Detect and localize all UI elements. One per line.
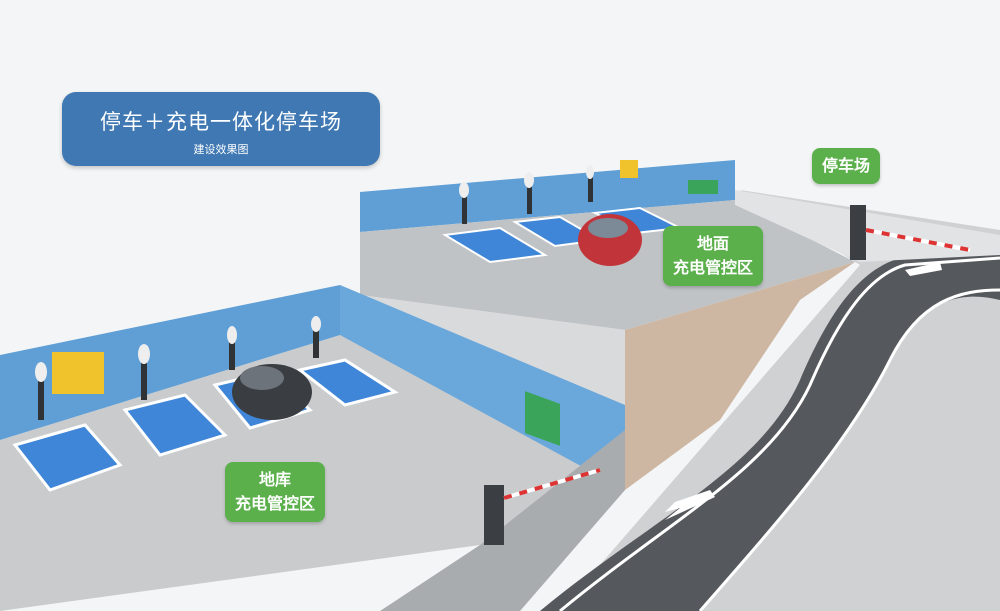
direction-arrow: [905, 262, 942, 276]
road-line: [559, 256, 1000, 611]
green-sign: [688, 180, 718, 194]
upper-deck-side: [625, 262, 855, 490]
upper-deck-back-wall: [360, 160, 735, 232]
ramp-road: [540, 250, 1000, 611]
lower-left-wall: [0, 285, 340, 440]
direction-arrow: [665, 490, 715, 520]
warning-sign: [52, 352, 104, 394]
label-text: 充电管控区: [673, 258, 754, 277]
road-line: [698, 288, 1000, 611]
label-text: 地面: [697, 234, 730, 253]
barrier-gate-lower: [484, 468, 601, 545]
charging-posts: [35, 165, 594, 420]
label-text: 地库: [259, 470, 292, 489]
yellow-sign: [620, 160, 638, 178]
basement-zone-label: 地库 充电管控区: [225, 462, 326, 522]
title-main: 停车＋充电一体化停车场: [100, 110, 342, 134]
parking-lot-label: 停车场: [812, 148, 881, 184]
title-box: 停车＋充电一体化停车场 建设效果图: [62, 92, 380, 166]
label-text: 停车场: [822, 156, 871, 175]
label-text: 充电管控区: [235, 494, 316, 513]
barrier-gate-upper: [850, 205, 971, 260]
car-red: [578, 214, 642, 266]
ground-zone-label: 地面 充电管控区: [663, 226, 764, 286]
car-dark: [232, 364, 312, 420]
title-sub: 建设效果图: [193, 143, 249, 156]
green-sign: [525, 391, 560, 446]
lower-floor-edge: [380, 430, 625, 611]
